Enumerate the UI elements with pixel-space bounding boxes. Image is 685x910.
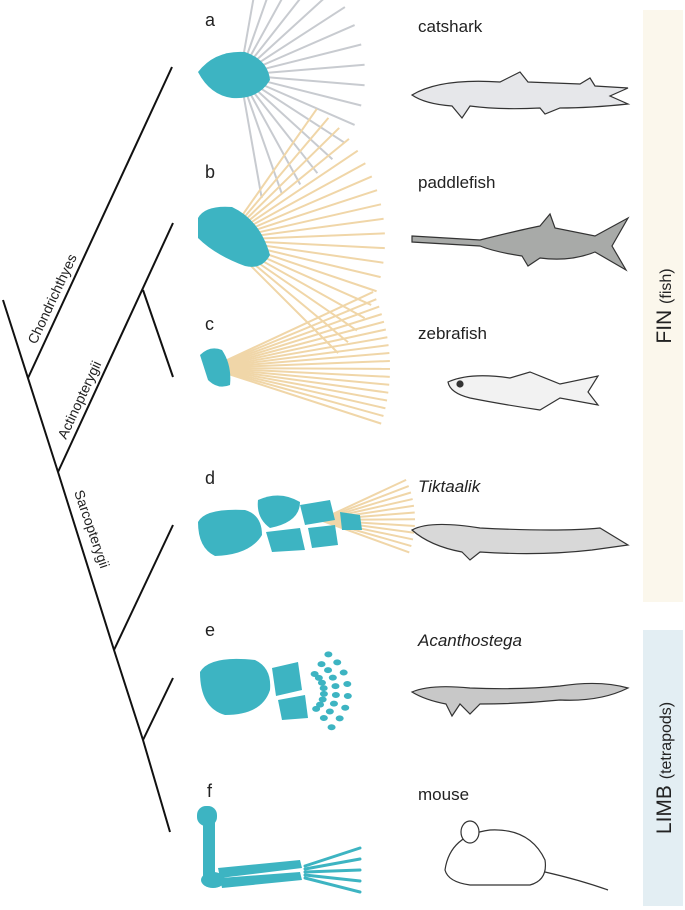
fin-ray: [209, 367, 390, 386]
digit-bone: [331, 683, 340, 690]
fin-label: FIN (fish): [653, 268, 676, 343]
branch-catshark: [27, 66, 173, 379]
catshark-illustration: [410, 71, 631, 120]
fin-ray: [209, 367, 390, 378]
digit-bone: [314, 674, 323, 681]
limb-label: LIMB (tetrapods): [653, 702, 676, 834]
digit-bone: [317, 661, 326, 668]
acanthostega-limb-skeleton: [200, 651, 352, 731]
digit-bone: [328, 674, 337, 681]
fin-ray: [209, 367, 386, 410]
fin-ray: [209, 367, 384, 417]
digit-bone: [331, 691, 340, 698]
digit-bone: [303, 846, 362, 868]
clade-actinopterygii: Actinopterygii: [54, 358, 104, 441]
fin-ray: [319, 519, 414, 541]
fin-ray: [319, 485, 410, 521]
digit-bone: [316, 701, 325, 708]
acanthostega-illustration: [410, 682, 630, 718]
digit-bone: [333, 659, 342, 666]
digit-bone: [335, 715, 344, 722]
fin-ray: [209, 305, 380, 369]
fin-panel: [643, 10, 683, 602]
digit-bone: [318, 696, 327, 703]
species-tiktaalik: Tiktaalik: [418, 477, 482, 496]
fin-ray: [319, 504, 415, 521]
species-paddlefish: paddlefish: [418, 173, 496, 192]
panel-letter-f: f: [207, 781, 213, 801]
branch-acanthostega: [142, 677, 174, 741]
fin-ray: [319, 519, 415, 528]
fin-ray: [209, 291, 374, 369]
digit-bone: [343, 693, 352, 700]
species-catshark: catshark: [418, 17, 483, 36]
fin-ray: [209, 336, 388, 369]
panel-letter-b: b: [205, 162, 215, 182]
digit-bone: [303, 857, 362, 871]
fin-ray: [319, 491, 412, 521]
digit-bone: [343, 681, 352, 688]
mouse-illustration: [444, 820, 609, 891]
species-zebrafish: zebrafish: [418, 324, 487, 343]
paddlefish-illustration: [411, 212, 630, 272]
fin-ray: [209, 367, 388, 402]
fin-ray: [209, 367, 391, 370]
fin-ray: [319, 498, 413, 521]
digit-bone: [329, 700, 338, 707]
panel-letter-e: e: [205, 620, 215, 640]
clade-sarcopterygii: Sarcopterygii: [71, 488, 113, 570]
fin-ray: [209, 352, 390, 369]
panel-letter-c: c: [205, 314, 214, 334]
branch-tiktaalik: [113, 524, 174, 651]
digit-bone: [327, 724, 336, 731]
branch-actinopterygii: [57, 222, 174, 473]
digit-bone: [303, 868, 362, 874]
panel-letter-a: a: [205, 10, 216, 30]
fin-ray: [209, 313, 383, 369]
fin-ray: [209, 320, 385, 369]
panel-letter-d: d: [205, 468, 215, 488]
zebrafish-fin-skeleton: [200, 291, 391, 425]
mouse-limb-skeleton: [197, 806, 362, 894]
fin-ray: [209, 344, 389, 369]
fin-ray: [209, 359, 390, 369]
digit-bone: [319, 685, 328, 692]
digit-bone: [339, 669, 348, 676]
digit-bone: [303, 873, 362, 883]
digit-bone: [303, 876, 362, 894]
digit-bone: [319, 690, 328, 697]
digit-bone: [319, 715, 328, 722]
limb-panel: [643, 630, 683, 906]
fin-ray: [209, 298, 377, 369]
fin-ray: [209, 328, 387, 369]
digit-bone: [317, 679, 326, 686]
species-acanthostega: Acanthostega: [417, 631, 522, 650]
paddlefish-fin-skeleton: [198, 108, 385, 354]
fin-ray: [319, 519, 415, 534]
digit-bone: [312, 705, 321, 712]
tiktaalik-fin-skeleton: [198, 478, 416, 556]
digit-bone: [324, 667, 333, 674]
zebrafish-illustration: [447, 371, 600, 411]
fin-ray: [209, 367, 382, 425]
fin-ray: [319, 519, 412, 548]
digit-bone: [325, 708, 334, 715]
digit-bone: [341, 704, 350, 711]
clade-chondrichthyes: Chondrichthyes: [24, 251, 80, 346]
tiktaalik-illustration: [410, 523, 630, 561]
fin-ray: [209, 367, 389, 394]
catshark-fin-skeleton: [198, 0, 365, 199]
fin-ray: [319, 511, 415, 521]
branch-zebrafish: [142, 289, 174, 378]
fin-ray: [319, 478, 407, 521]
species-mouse: mouse: [418, 785, 469, 804]
fin-ray: [319, 518, 416, 521]
phylogenetic-tree: [2, 66, 174, 833]
digit-bone: [324, 651, 333, 658]
